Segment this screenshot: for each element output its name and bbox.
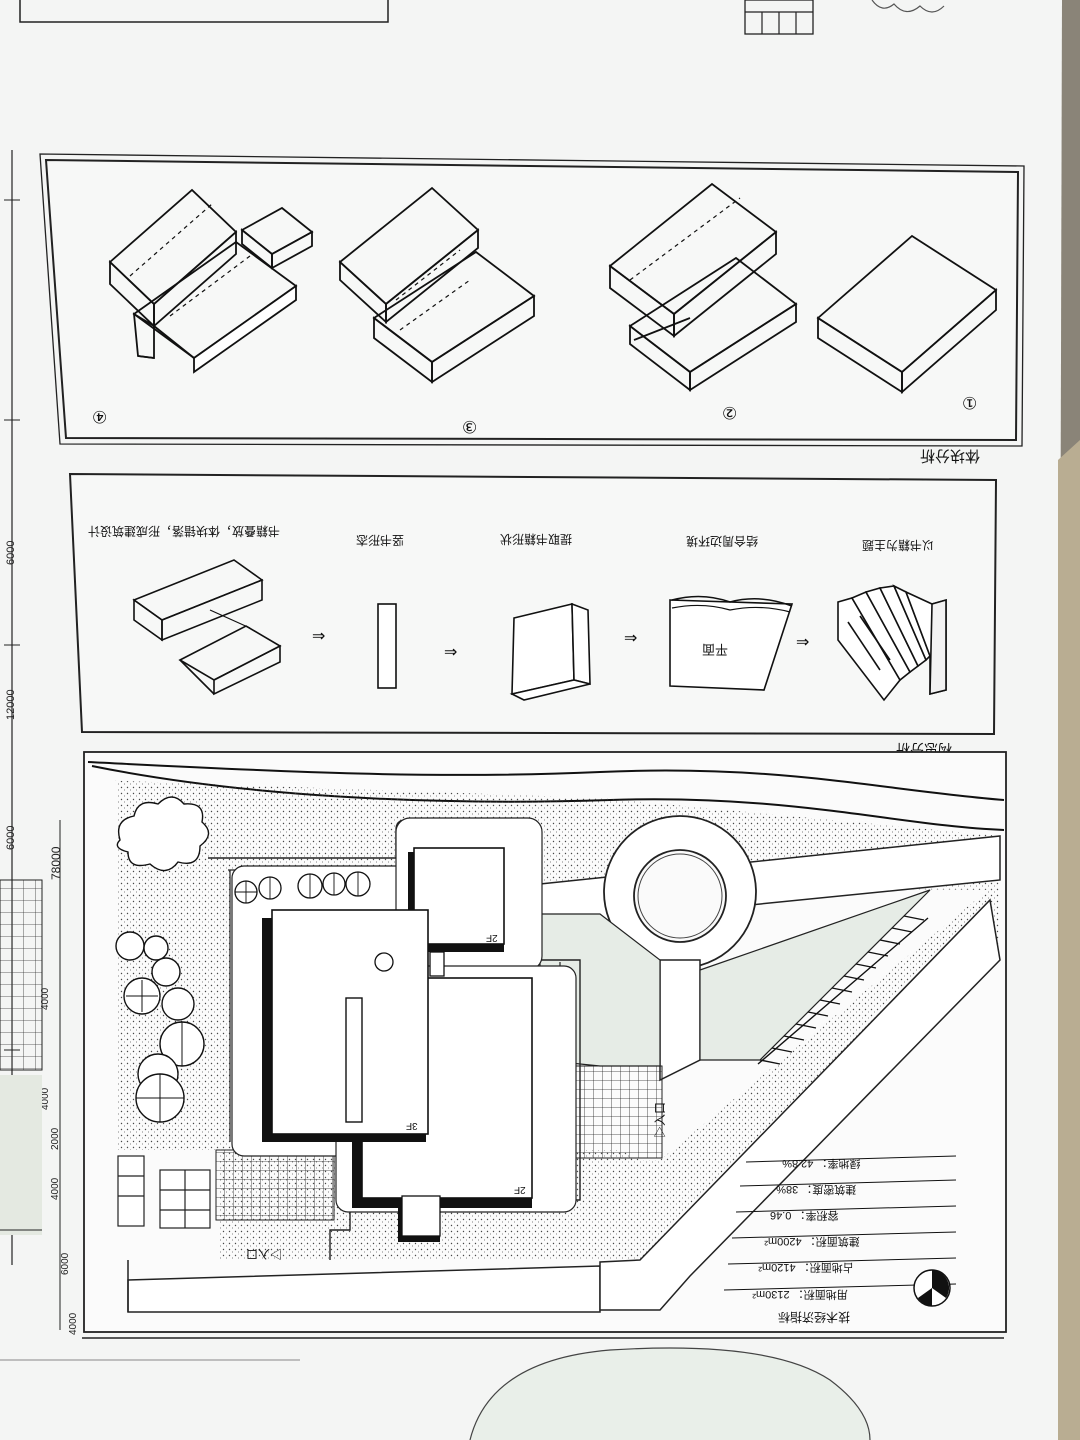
concept-step-3-label: 提取书籍形状 [500, 532, 572, 547]
dim-label-1: 6000 [5, 541, 17, 565]
vertical-book-sketch [377, 603, 397, 689]
floor-tag-north: 2F [486, 932, 498, 943]
trees-row [234, 871, 394, 972]
massing-step-3 [338, 186, 536, 384]
dim-label-5: 4000 [40, 987, 51, 1010]
concept-analysis-panel: 以书籍为主题 ⇐ 平面 结合周边环境 ⇐ 提取书籍形状 ⇐ 竖书形态 ⇐ [68, 472, 998, 757]
indicator-row-1: 用地面积： 2130m² [752, 1288, 848, 1301]
dim-label-7: 4000 [50, 1177, 61, 1200]
dim-label-2: 12000 [5, 689, 17, 720]
indicator-row-3: 建筑面积： 4200m² [764, 1235, 860, 1249]
massing-analysis-title: 体块分析 [920, 447, 980, 464]
site-sketch-label: 平面 [702, 642, 728, 657]
trees-west [115, 796, 210, 1123]
entrance-label-south: ▷入口 [246, 1247, 282, 1261]
entrance-label-east: ▷入口 [653, 1102, 667, 1138]
indicator-row-6: 绿地率： 42.8% [782, 1157, 860, 1171]
dim-label-4: 4000 [40, 1087, 51, 1110]
concept-arrow-3: ⇐ [444, 643, 457, 660]
massing-step-label-1: ① [962, 393, 977, 412]
site-plan: 2F 2F 3F [83, 751, 1007, 1333]
massing-step-label-3: ③ [462, 417, 477, 436]
dim-label-9: 4000 [68, 1312, 79, 1335]
indicator-title: 技术经济指标 [778, 1310, 850, 1325]
concept-step-1-label: 以书籍为主题 [862, 538, 934, 553]
concept-step-5-label: 书籍叠放，体块错落，形成建筑设计 [88, 524, 280, 539]
roundabout [603, 815, 757, 969]
parking-bays-west [117, 1155, 211, 1229]
dim-label-3: 6000 [5, 826, 17, 850]
massing-step-1 [816, 234, 998, 394]
site-sketch: 平面 [669, 595, 794, 691]
massing-step-label-4: ④ [92, 407, 107, 426]
floor-tag-main: 3F [406, 1120, 418, 1131]
stacked-books-sketch [132, 559, 282, 696]
paved-plaza-south [215, 1149, 335, 1221]
north-arrow-icon [913, 1269, 951, 1307]
indicator-row-2: 占地面积： 4120m² [758, 1261, 854, 1275]
top-grid-fragment [744, 0, 814, 35]
indicator-row-5: 建筑密度： 38% [776, 1183, 856, 1197]
parking-stripes [757, 915, 929, 1065]
road-diagonal [599, 898, 1001, 1311]
concept-step-2-label: 结合周边环境 [686, 534, 758, 549]
economic-indicators-table: 绿地率： 42.8% 建筑密度： 38% 容积率： 0.46 建筑面积： 420… [723, 1155, 957, 1325]
dim-label-8: 6000 [60, 1252, 71, 1275]
concept-arrow-1: ⇐ [796, 633, 809, 650]
floor-tag-south: 2F [514, 1184, 526, 1195]
massing-step-label-2: ② [722, 403, 737, 422]
concept-arrow-4: ⇐ [312, 627, 325, 644]
indicator-row-4: 容积率： 0.46 [770, 1209, 838, 1223]
massing-step-4 [108, 188, 314, 374]
dim-label-6: 2000 [50, 1127, 61, 1150]
massing-step-2 [608, 182, 798, 392]
building-main-block: 3F [262, 909, 429, 1142]
left-plan-fragment [0, 879, 43, 1235]
concept-arrow-2: ⇐ [624, 629, 637, 646]
massing-analysis-panel: ④ ③ ② ① 体块分析 [39, 153, 1025, 464]
book-shape-sketch [509, 602, 591, 701]
dim-label-0: 78000 [49, 846, 63, 880]
open-book-sketch [837, 584, 947, 702]
concept-step-4-label: 竖书形态 [356, 533, 404, 547]
